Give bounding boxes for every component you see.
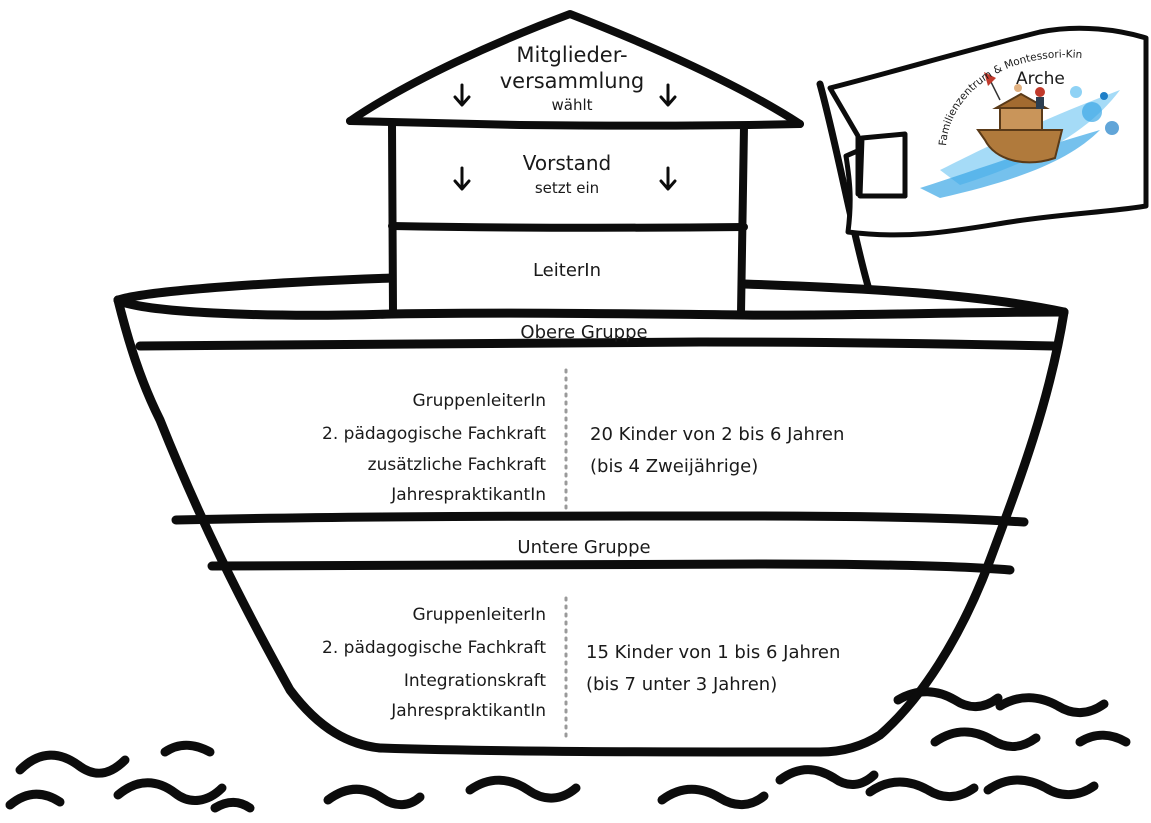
roof-title-line2: versammlung — [500, 69, 645, 93]
arrow-down-icon — [659, 83, 677, 107]
wave-icon — [995, 693, 1109, 717]
wave-icon — [865, 777, 979, 801]
roof-action: wählt — [551, 96, 592, 114]
upper-group-staff: GruppenleiterIn 2. pädagogische Fachkraf… — [322, 391, 546, 505]
board-title: Vorstand — [523, 151, 611, 175]
wave-icon — [775, 765, 879, 789]
staff-item: 2. pädagogische Fachkraft — [322, 424, 546, 444]
wave-icon — [930, 727, 1041, 751]
staff-item: GruppenleiterIn — [412, 605, 546, 625]
wave-icon — [323, 784, 425, 810]
wave-icon — [15, 750, 130, 778]
upper-group-name: Obere Gruppe — [520, 322, 647, 343]
wave-icon — [465, 775, 581, 803]
arrow-down-icon — [453, 166, 471, 191]
leader-title: LeiterIn — [533, 260, 601, 281]
flag-text-line2: Arche — [1016, 69, 1065, 89]
roof — [346, 10, 804, 130]
wave-icon — [210, 797, 255, 813]
wave-icon — [983, 775, 1099, 799]
staff-item: JahrespraktikantIn — [390, 701, 546, 721]
staff-item: Integrationskraft — [404, 671, 546, 691]
lower-group-children-line1: 15 Kinder von 1 bis 6 Jahren — [586, 642, 840, 663]
board-action: setzt ein — [535, 179, 599, 197]
arrow-down-icon — [659, 166, 677, 191]
roof-title-line1: Mitglieder- — [516, 43, 627, 67]
wave-icon — [5, 789, 65, 810]
lower-group-children-line2: (bis 7 unter 3 Jahren) — [586, 674, 777, 695]
ark-logo-icon — [920, 72, 1120, 198]
upper-group-children-line1: 20 Kinder von 2 bis 6 Jahren — [590, 424, 844, 445]
staff-item: 2. pädagogische Fachkraft — [322, 638, 546, 658]
lower-group-staff: GruppenleiterIn 2. pädagogische Fachkraf… — [322, 605, 546, 721]
staff-item: GruppenleiterIn — [412, 391, 546, 411]
staff-item: zusätzliche Fachkraft — [368, 455, 547, 475]
wave-icon — [113, 778, 227, 805]
arrow-down-icon — [453, 83, 471, 107]
staff-item: JahrespraktikantIn — [390, 485, 546, 505]
wave-icon — [1075, 730, 1131, 747]
upper-group-children-line2: (bis 4 Zweijährige) — [590, 456, 758, 477]
wave-icon — [160, 740, 215, 757]
wave-icon — [657, 784, 769, 809]
hull — [113, 273, 1069, 757]
lower-group-name: Untere Gruppe — [517, 537, 650, 558]
waves — [5, 687, 1131, 813]
